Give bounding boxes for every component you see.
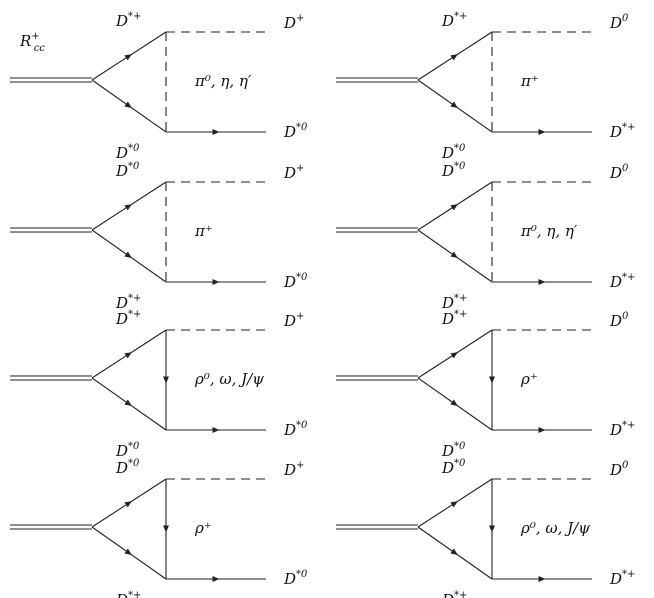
lower-propagator-arrow (124, 548, 132, 556)
upper-propagator-arrow (124, 501, 132, 508)
bottom-propagator-label: D*+ (441, 293, 467, 312)
upper-propagator-arrow (450, 501, 458, 508)
lower-propagator-arrow (124, 101, 132, 109)
diagram-grid: D*+D*0D+D*0π⁰, η, η′D*+D*0D0D*+π⁺D*0D*+D… (10, 11, 635, 598)
lower-propagator-arrow (450, 101, 458, 109)
exchange-label: ρ⁰, ω, J/ψ (520, 519, 590, 537)
initial-state-label: R+cc (19, 31, 45, 54)
exchange-arrow (489, 376, 495, 384)
top-propagator-label: D*0 (115, 161, 140, 180)
bottom-propagator-label: D*0 (441, 441, 466, 460)
exchange-label: ρ⁺ (520, 370, 538, 388)
bottom-propagator-label: D*+ (115, 293, 141, 312)
upper-propagator-arrow (450, 352, 458, 359)
top-propagator-label: D*0 (441, 458, 466, 477)
outgoing-bottom-label: D*0 (283, 122, 308, 141)
top-propagator-label: D*+ (115, 11, 141, 30)
outgoing-top-label: D0 (609, 13, 629, 32)
exchange-arrow (163, 376, 169, 384)
upper-propagator-arrow (450, 204, 458, 211)
outgoing-top-label: D0 (609, 163, 629, 182)
outgoing-bottom-arrow (212, 129, 220, 135)
upper-propagator-arrow (124, 352, 132, 359)
upper-propagator-arrow (124, 54, 132, 61)
outgoing-bottom-label: D*+ (609, 272, 635, 291)
outgoing-bottom-label: D*+ (609, 420, 635, 439)
outgoing-top-label: D+ (283, 13, 304, 32)
exchange-arrow (489, 525, 495, 533)
top-propagator-label: D*+ (115, 309, 141, 328)
exchange-label: ρ⁺ (194, 519, 212, 537)
outgoing-bottom-arrow (212, 427, 220, 433)
bottom-propagator-label: D*0 (115, 441, 140, 460)
exchange-label: ρ⁰, ω, J/ψ (194, 370, 264, 388)
outgoing-bottom-label: D*0 (283, 420, 308, 439)
lower-propagator-arrow (450, 399, 458, 407)
outgoing-top-label: D+ (283, 163, 304, 182)
outgoing-top-label: D+ (283, 460, 304, 479)
exchange-label: π⁰, η, η′ (520, 222, 578, 240)
bottom-propagator-label: D*0 (115, 143, 140, 162)
top-propagator-label: D*+ (441, 309, 467, 328)
lower-propagator-arrow (450, 548, 458, 556)
lower-propagator-arrow (124, 251, 132, 259)
bottom-propagator-label: D*+ (115, 590, 141, 598)
top-propagator-label: D*+ (441, 11, 467, 30)
lower-propagator-arrow (124, 399, 132, 407)
outgoing-bottom-arrow (212, 576, 220, 582)
lower-propagator-arrow (450, 251, 458, 259)
feynman-diagram-4: D*0D*+ D0D*+ π⁰, η, η′ (336, 161, 635, 312)
upper-propagator-arrow (124, 204, 132, 211)
feynman-diagram-8: D*0D*+ D0D*+ ρ⁰, ω, J/ψ (336, 458, 635, 598)
bottom-propagator-label: D*+ (441, 590, 467, 598)
feynman-diagram-1: D*+ D*0 D+ D*0 π⁰, η, η′ (10, 11, 308, 162)
outgoing-bottom-label: D*+ (609, 569, 635, 588)
outgoing-bottom-label: D*+ (609, 122, 635, 141)
outgoing-top-label: D0 (609, 460, 629, 479)
top-propagator-label: D*0 (441, 161, 466, 180)
outgoing-bottom-label: D*0 (283, 569, 308, 588)
outgoing-top-label: D0 (609, 311, 629, 330)
outgoing-bottom-arrow (538, 427, 546, 433)
outgoing-top-label: D+ (283, 311, 304, 330)
outgoing-bottom-arrow (538, 129, 546, 135)
upper-propagator-arrow (450, 54, 458, 61)
outgoing-bottom-arrow (212, 279, 220, 285)
outgoing-bottom-arrow (538, 279, 546, 285)
outgoing-bottom-arrow (538, 576, 546, 582)
top-propagator-label: D*0 (115, 458, 140, 477)
outgoing-bottom-label: D*0 (283, 272, 308, 291)
exchange-arrow (163, 525, 169, 533)
feynman-diagram-7: D*0D*+ D+ D*0 ρ⁺ (10, 458, 308, 598)
feynman-diagram-5: D*+ D*0 D+ D*0 ρ⁰, ω, J/ψ (10, 309, 308, 460)
exchange-label: π⁺ (520, 72, 539, 90)
exchange-label: π⁰, η, η′ (194, 72, 252, 90)
feynman-diagram-3: D*0D*+ D+ D*0 π⁺ (10, 161, 308, 312)
exchange-label: π⁺ (194, 222, 213, 240)
bottom-propagator-label: D*0 (441, 143, 466, 162)
